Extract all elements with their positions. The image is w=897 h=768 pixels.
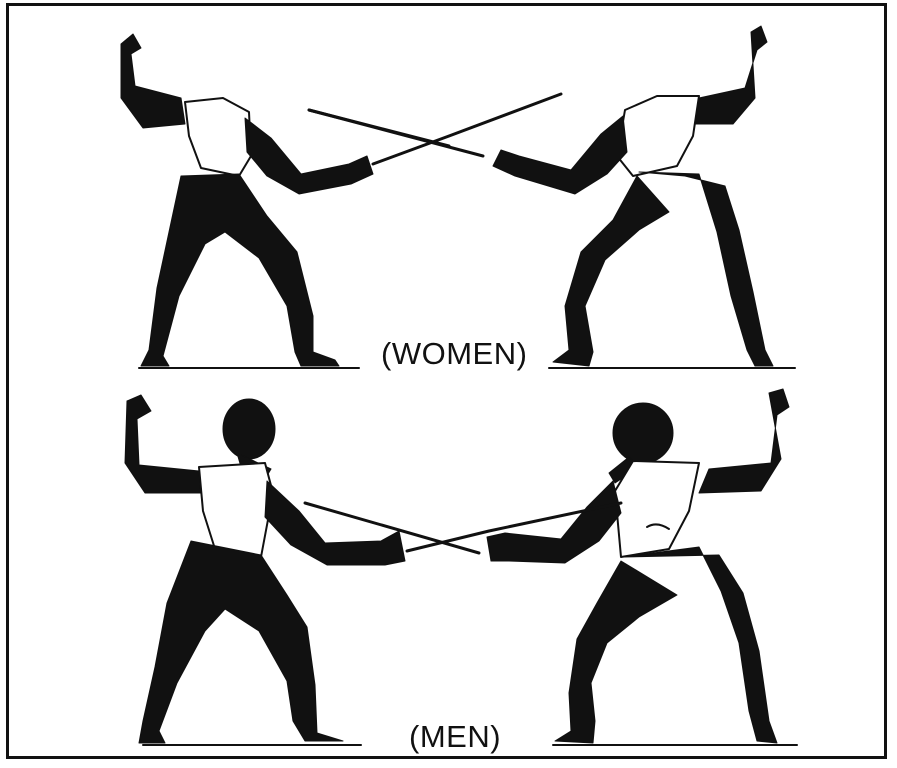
left-man-sword-arm bbox=[265, 481, 405, 565]
right-man-back-arm bbox=[699, 389, 789, 493]
left-woman-back-arm bbox=[121, 34, 185, 128]
women-blade-right bbox=[373, 94, 561, 164]
right-woman-torso bbox=[617, 96, 699, 176]
women-fencers-illustration bbox=[9, 6, 884, 381]
right-man-fencer bbox=[487, 389, 789, 743]
men-fencers-panel: (MEN) bbox=[9, 381, 884, 756]
women-fencers-panel: (WOMEN) bbox=[9, 6, 884, 381]
women-caption: (WOMEN) bbox=[381, 336, 527, 372]
left-man-head bbox=[223, 399, 275, 459]
right-man-head bbox=[613, 403, 673, 463]
right-man-torso bbox=[615, 461, 699, 557]
men-fencers-illustration bbox=[9, 381, 884, 756]
left-woman-sword-arm bbox=[245, 118, 373, 194]
left-man-torso bbox=[199, 463, 273, 557]
right-woman-sword-arm bbox=[493, 116, 627, 194]
left-woman-legs bbox=[141, 174, 339, 366]
left-man-fencer bbox=[125, 395, 405, 743]
men-caption: (MEN) bbox=[409, 719, 501, 755]
illustration-frame: (WOMEN) bbox=[6, 3, 887, 759]
right-man-legs bbox=[555, 547, 777, 743]
right-woman-fencer bbox=[493, 26, 773, 366]
left-woman-torso bbox=[185, 98, 251, 176]
right-woman-legs bbox=[553, 172, 773, 366]
left-woman-fencer bbox=[121, 34, 373, 366]
left-man-back-arm bbox=[125, 395, 205, 493]
right-man-sword-arm bbox=[487, 481, 621, 563]
left-man-legs bbox=[139, 541, 343, 743]
right-woman-back-arm bbox=[689, 26, 767, 124]
